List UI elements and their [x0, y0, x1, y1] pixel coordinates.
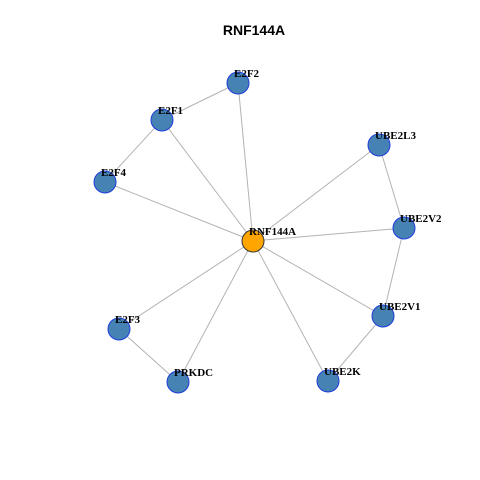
node-label-e2f4: E2F4 — [101, 167, 127, 179]
node-e2f1 — [150, 108, 174, 132]
node-e2f3 — [107, 317, 131, 341]
node-label-e2f3: E2F3 — [115, 314, 141, 326]
node-label-e2f2: E2F2 — [234, 68, 260, 80]
node-e2f4 — [93, 170, 117, 194]
edge-e2f1-e2f4 — [104, 119, 163, 183]
edge-e2f2-rnf144a — [237, 82, 254, 242]
edge-e2f2-e2f1 — [161, 82, 239, 121]
edges-layer — [104, 82, 405, 383]
edge-prkdc-rnf144a — [177, 240, 254, 383]
node-label-ube2k: UBE2K — [324, 366, 361, 378]
edge-ube2v1-ube2k — [327, 315, 384, 382]
edge-ube2v1-rnf144a — [252, 240, 384, 317]
node-ube2k — [316, 369, 340, 393]
plot-title: RNF144A — [223, 22, 285, 38]
edge-ube2l3-rnf144a — [252, 144, 380, 242]
edge-ube2v2-rnf144a — [252, 227, 405, 242]
node-e2f2 — [226, 71, 250, 95]
node-label-ube2v1: UBE2V1 — [379, 301, 421, 313]
edge-ube2k-rnf144a — [252, 240, 329, 382]
node-label-ube2v2: UBE2V2 — [400, 213, 442, 225]
edge-e2f1-rnf144a — [161, 119, 254, 242]
node-label-ube2l3: UBE2L3 — [375, 130, 416, 142]
edge-e2f3-rnf144a — [118, 240, 254, 330]
node-label-rnf144a: RNF144A — [249, 226, 296, 238]
edge-e2f3-prkdc — [118, 328, 179, 383]
node-label-e2f1: E2F1 — [158, 105, 183, 117]
node-label-prkdc: PRKDC — [174, 367, 213, 379]
edge-e2f4-rnf144a — [104, 181, 254, 242]
edge-ube2v2-ube2v1 — [382, 227, 405, 317]
nodes-layer — [93, 71, 416, 394]
node-ube2v2 — [392, 216, 416, 240]
node-ube2l3 — [367, 133, 391, 157]
edge-ube2l3-ube2v2 — [378, 144, 405, 229]
node-prkdc — [166, 370, 190, 394]
node-rnf144a — [241, 229, 265, 253]
node-ube2v1 — [371, 304, 395, 328]
